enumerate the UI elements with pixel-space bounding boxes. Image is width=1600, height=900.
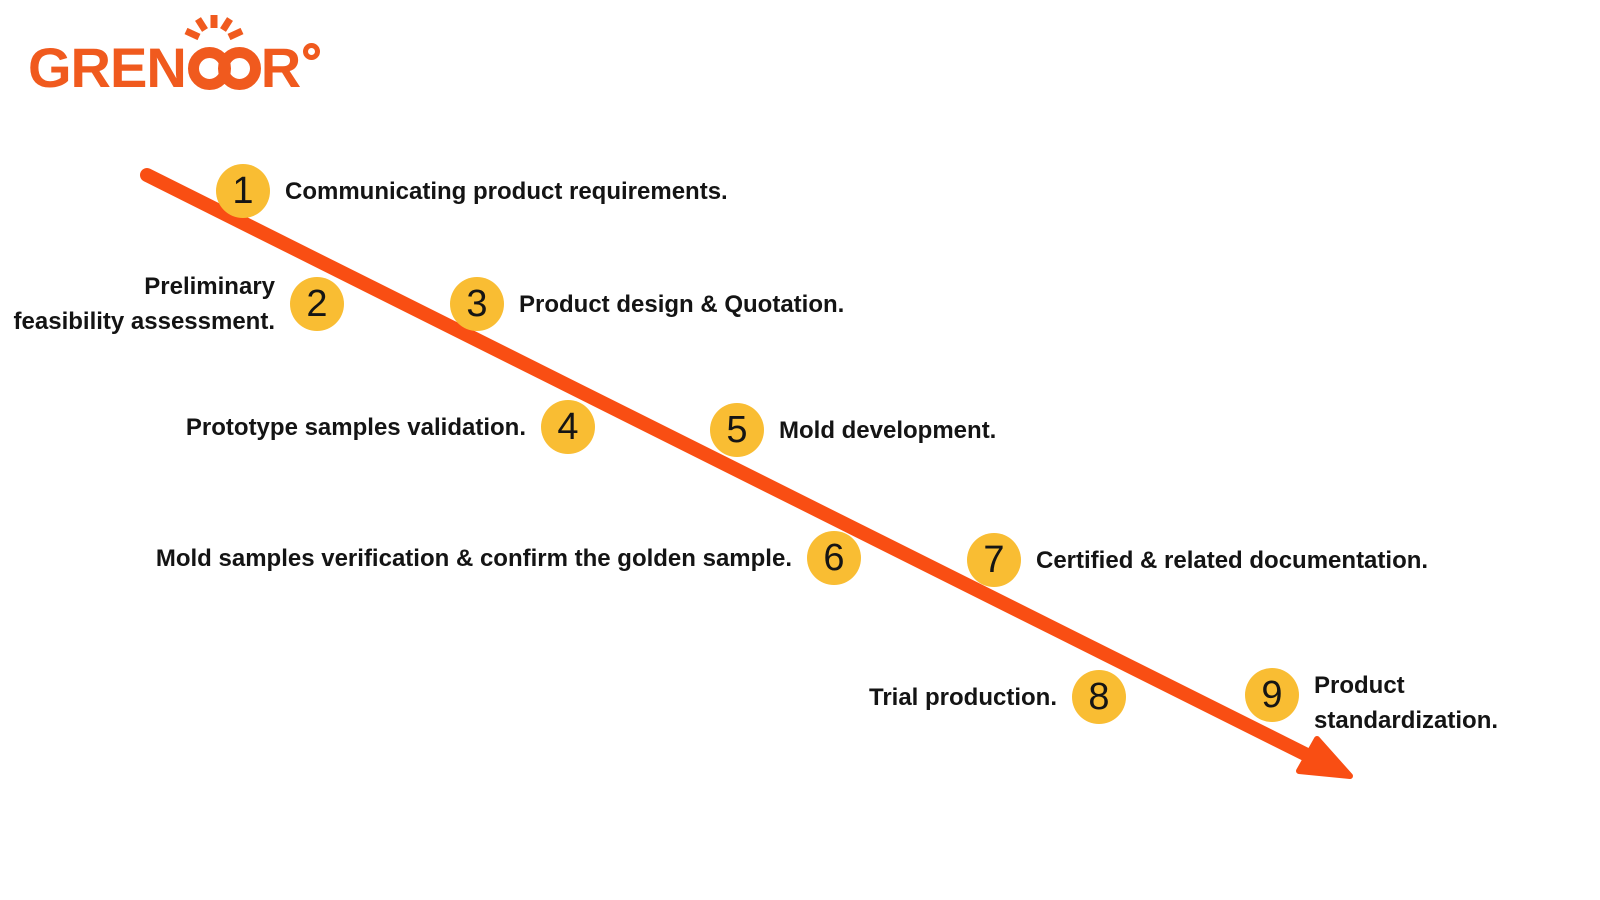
step-1: 1 Communicating product requirements. — [216, 164, 728, 218]
step-4-label: Prototype samples validation. — [185, 413, 526, 441]
step-9: 9 Product standardization. — [1245, 668, 1498, 734]
sun-rays-icon — [184, 15, 244, 41]
arrow-head-icon — [1296, 736, 1353, 779]
step-2-number-badge: 2 — [290, 277, 344, 331]
step-9-number-badge: 9 — [1245, 668, 1299, 722]
logo-degree-mark — [303, 43, 321, 60]
step-3-number: 3 — [466, 282, 488, 325]
step-7-number-badge: 7 — [967, 533, 1021, 587]
step-1-number-badge: 1 — [216, 164, 270, 218]
step-6-label: Mold samples verification & confirm the … — [155, 544, 792, 572]
step-2: Preliminary feasibility assessment. 2 — [14, 273, 344, 335]
step-1-number: 1 — [232, 169, 254, 212]
step-8-number: 8 — [1088, 675, 1110, 718]
step-6: Mold samples verification & confirm the … — [156, 531, 861, 585]
step-8: Trial production. 8 — [869, 670, 1126, 724]
step-3: 3 Product design & Quotation. — [450, 277, 844, 331]
logo-ring-o2 — [217, 46, 261, 90]
step-7-label: Certified & related documentation. — [1036, 546, 1429, 574]
step-7: 7 Certified & related documentation. — [967, 533, 1428, 587]
step-6-number-badge: 6 — [807, 531, 861, 585]
step-3-label: Product design & Quotation. — [519, 290, 845, 318]
step-7-number: 7 — [983, 538, 1005, 581]
step-8-label: Trial production. — [868, 683, 1057, 711]
logo-text-right: R — [260, 36, 301, 99]
step-8-number-badge: 8 — [1072, 670, 1126, 724]
step-9-number: 9 — [1261, 673, 1283, 716]
step-2-number: 2 — [306, 282, 328, 325]
step-5-number-badge: 5 — [710, 403, 764, 457]
step-4: Prototype samples validation. 4 — [186, 400, 595, 454]
logo-text-left: GREN — [28, 36, 187, 99]
step-5-label: Mold development. — [779, 416, 997, 444]
step-2-label: Preliminary feasibility assessment. — [13, 273, 275, 335]
step-5: 5 Mold development. — [710, 403, 996, 457]
step-1-label: Communicating product requirements. — [285, 177, 728, 205]
step-5-number: 5 — [726, 408, 748, 451]
step-4-number: 4 — [557, 405, 579, 448]
step-6-number: 6 — [823, 536, 845, 579]
step-4-number-badge: 4 — [541, 400, 595, 454]
step-3-number-badge: 3 — [450, 277, 504, 331]
step-9-label: Product standardization. — [1314, 672, 1499, 734]
grenoor-logo: GREN R — [28, 14, 348, 104]
